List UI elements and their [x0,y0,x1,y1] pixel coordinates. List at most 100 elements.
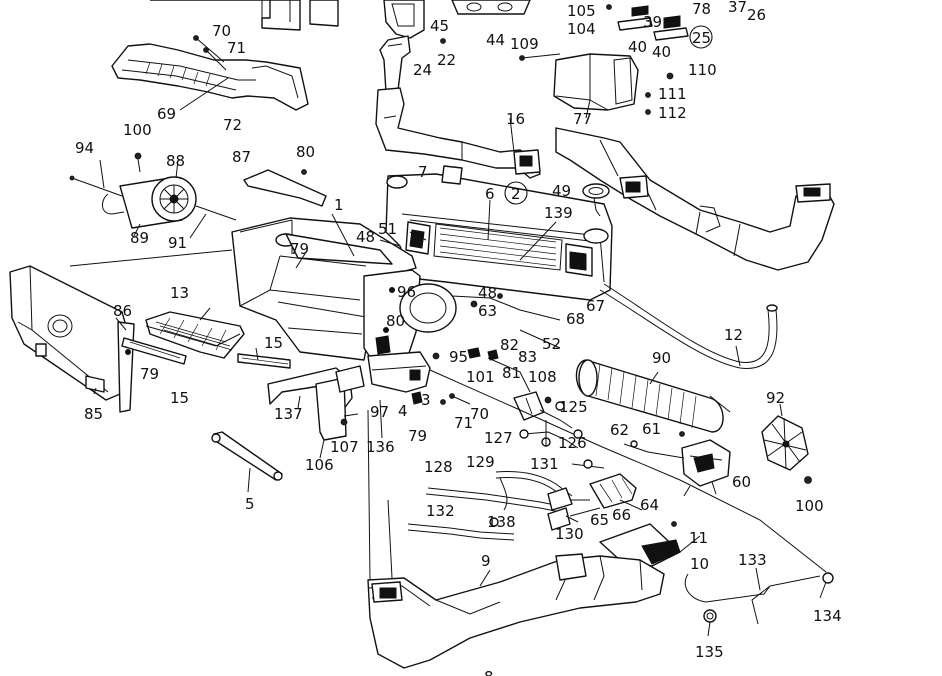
callout-62: 62 [610,421,629,439]
control-cable-long [429,369,827,573]
callout-83: 83 [518,348,537,366]
vent-box-77 [553,53,639,111]
cable-133-tail [769,575,821,587]
connector-130-leads [569,499,601,517]
callout-72: 72 [223,116,242,134]
heater-box-6 [385,173,613,301]
callout-106: 106 [305,456,334,474]
callout-88: 88 [166,152,185,170]
callout-112: 112 [658,104,687,122]
screw-105 [606,4,612,10]
callout-94: 94 [75,139,94,157]
control-valve-108 [513,391,573,429]
callout-80-mid: 80 [386,312,405,330]
callout-9: 9 [481,552,491,570]
callout-108: 108 [528,368,557,386]
grommet-49 [582,183,610,199]
callout-44: 44 [486,31,505,49]
callout-137: 137 [274,405,303,423]
callout-8: 8 [484,668,494,676]
hose-12 [599,289,778,369]
callout-92: 92 [766,389,785,407]
callout-80-top: 80 [296,143,315,161]
filter-7 [441,165,463,185]
callout-1: 1 [334,196,344,214]
callout-134: 134 [813,607,842,625]
callout-11: 11 [689,529,708,547]
clip-39 [617,5,653,31]
callout-52: 52 [542,335,561,353]
right-defrost-duct [555,127,835,271]
callout-2-ring [504,181,528,205]
callout-96: 96 [397,283,416,301]
callout-5: 5 [245,495,255,513]
callout-100-top: 100 [123,121,152,139]
cover-panel-86 [9,265,135,413]
callout-101: 101 [466,368,495,386]
screw-80-top [301,169,307,175]
cable-94 [71,177,123,197]
clip-63 [470,300,478,308]
callout-37: 37 [728,0,747,16]
callout-12: 12 [724,326,743,344]
blower-motor-88 [102,176,197,229]
callout-4: 4 [398,402,408,420]
side-plate-96 [363,269,457,361]
callout-49: 49 [552,182,571,200]
cable-94-end [69,175,75,181]
clip-135-hole [706,612,714,620]
bracket-87 [243,169,327,207]
callout-3: 3 [421,391,431,409]
callout-95: 95 [449,348,468,366]
duct-24 [379,35,411,93]
clip-40 [653,15,689,41]
callout-127: 127 [484,429,513,447]
callout-64: 64 [640,496,659,514]
callout-67: 67 [586,297,605,315]
callout-138: 138 [487,513,516,531]
clip-83 [487,349,499,361]
callout-82: 82 [500,336,519,354]
callout-133: 133 [738,551,767,569]
callout-87: 87 [232,148,251,166]
callout-25-ring [689,25,713,49]
screw-109-shank [521,53,561,59]
callout-136: 136 [366,438,395,456]
nut-100-right [804,476,812,484]
callout-111: 111 [658,85,687,103]
callout-132: 132 [426,502,455,520]
hose-129-inner [495,477,569,501]
flap-block-97 [367,351,431,393]
top-left-panel [150,0,339,31]
floor-duct-9 [367,553,665,669]
callout-40-left: 40 [628,38,647,56]
nut-79-lower [411,391,423,405]
callout-6: 6 [485,185,495,203]
hose-132-inner [407,529,515,541]
screw-61 [679,431,685,437]
screw-22 [440,38,446,44]
heater-core-13 [145,311,245,359]
callout-85: 85 [84,405,103,423]
callout-70-top: 70 [212,22,231,40]
cable-81 [487,357,531,393]
connector-130-upper [547,487,573,511]
screw-70-mid-shank [451,395,471,405]
screw-100-top-shank [137,158,141,173]
clip-95 [432,352,440,360]
callout-65: 65 [590,511,609,529]
bracket-45 [383,0,425,39]
connector-127-126 [519,420,583,449]
hose-132 [407,523,515,535]
bracket-106-tab [343,413,359,417]
callout-63: 63 [478,302,497,320]
callout-66: 66 [612,506,631,524]
callout-25: 25 [692,29,711,47]
clip-101 [467,347,481,359]
callout-126: 126 [558,434,587,452]
callout-131: 131 [530,455,559,473]
callout-70-mid: 70 [470,405,489,423]
callout-86: 86 [113,302,132,320]
